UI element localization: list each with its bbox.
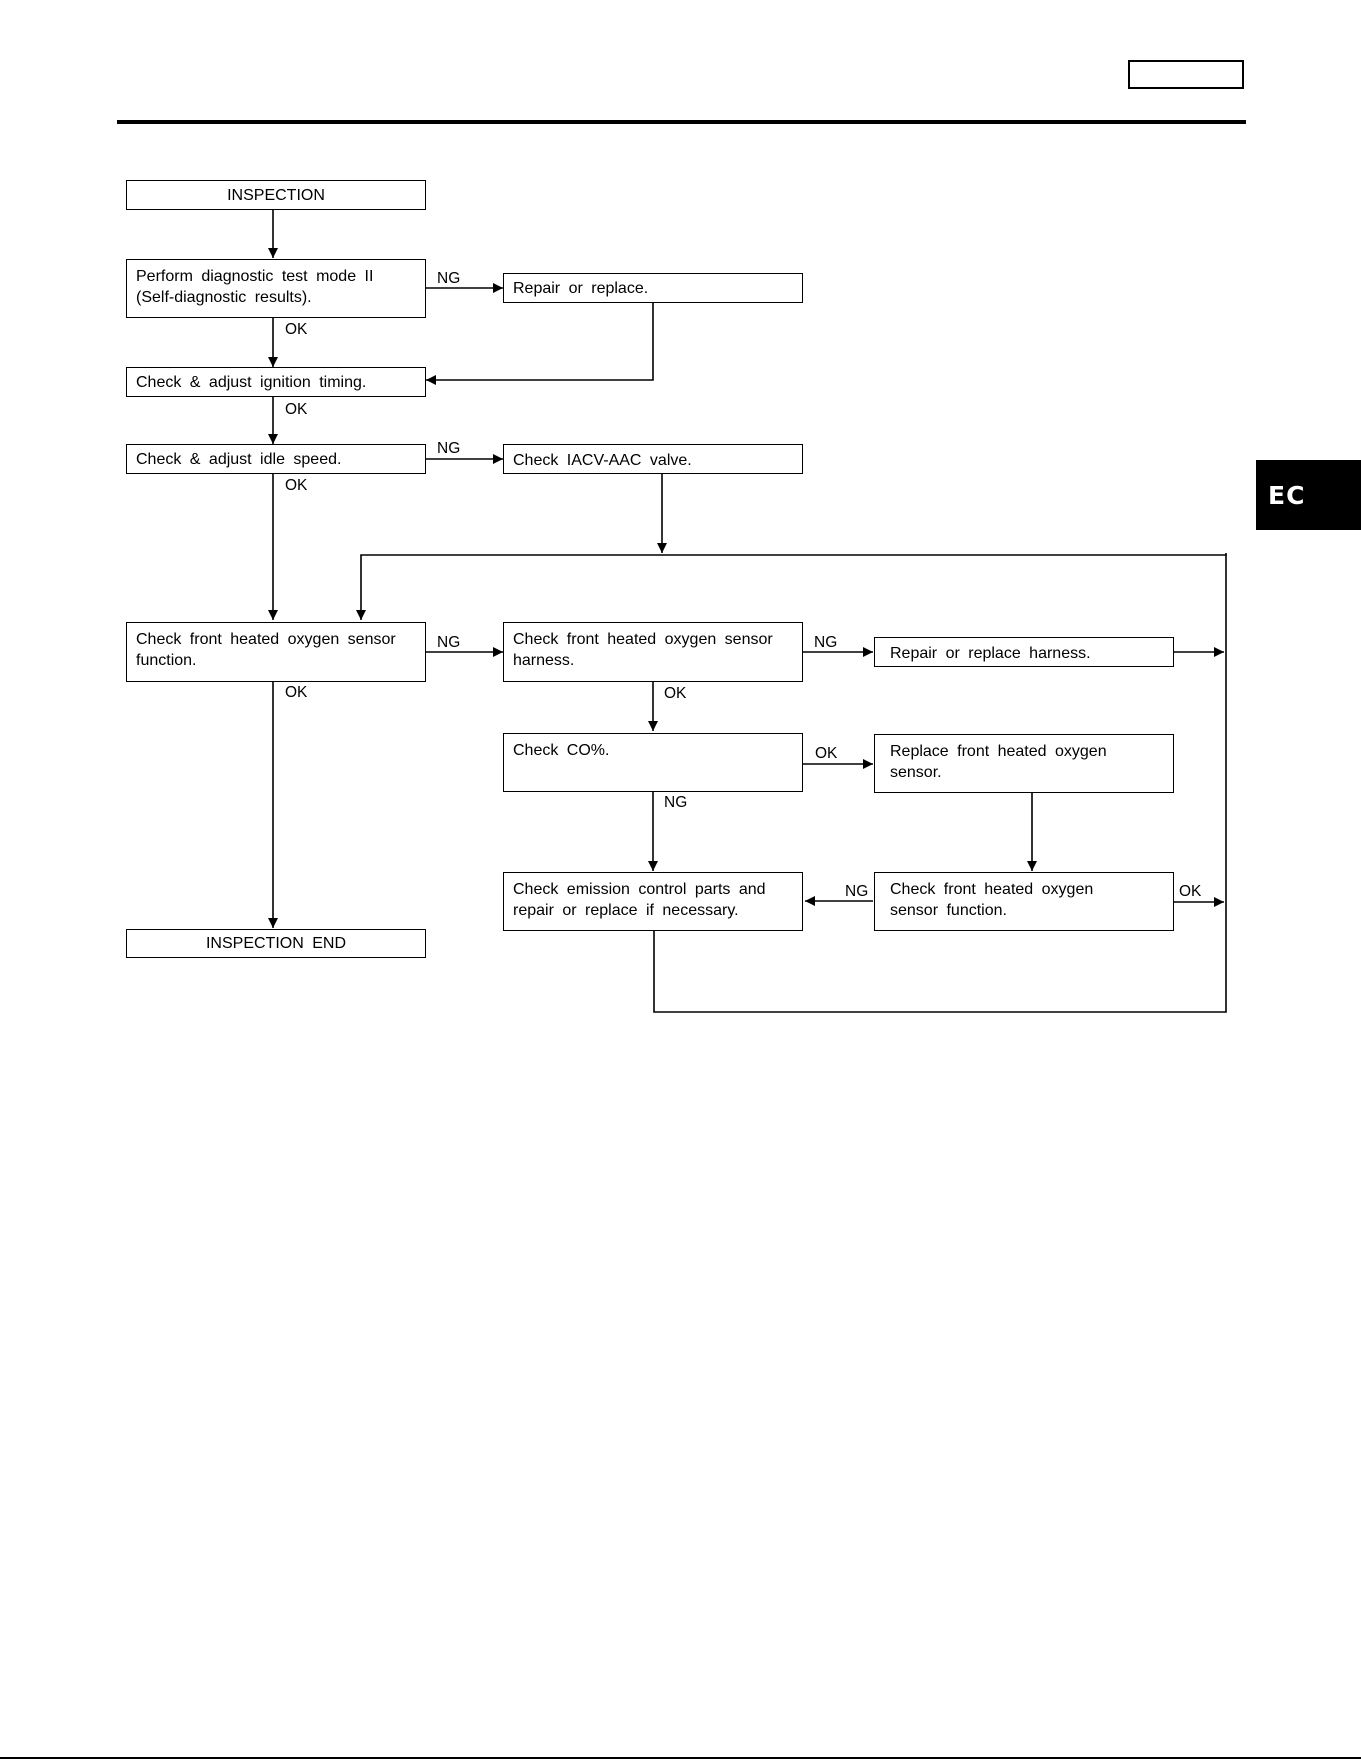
label-ok-ignition: OK [285, 401, 308, 418]
node-o2-sensor-function-line1: Check front heated oxygen sensor [136, 631, 396, 648]
label-ok-harness: OK [664, 685, 687, 702]
edge-loop-right-vertical [653, 555, 1227, 1013]
node-check-co: Check CO%. [503, 733, 803, 792]
node-o2-sensor-harness-line1: Check front heated oxygen sensor [513, 631, 773, 648]
node-diagnostic-test-line2: (Self-diagnostic results). [136, 289, 312, 306]
edge-repair-ignition [426, 303, 654, 385]
section-tab-ec: EC [1256, 460, 1361, 530]
node-repair-replace: Repair or replace. [503, 273, 803, 303]
label-ng-harness: NG [814, 634, 838, 651]
label-ok-co: OK [815, 745, 838, 762]
node-inspection-text: INSPECTION [227, 186, 325, 204]
node-replace-o2-sensor-line2: sensor. [890, 764, 942, 781]
node-o2-sensor-function-2: Check front heated oxygen sensor functio… [874, 872, 1174, 931]
header-page-box [1128, 60, 1244, 89]
node-inspection-end-text: INSPECTION END [205, 935, 346, 952]
node-replace-o2-sensor-line1: Replace front heated oxygen [890, 743, 1107, 760]
label-ng-co: NG [664, 794, 688, 811]
label-ng-idle: NG [437, 440, 461, 457]
node-idle-speed-text: Check & adjust idle speed. [136, 451, 342, 468]
node-o2-sensor-harness-line2: harness. [513, 652, 575, 669]
label-ng-o2function: NG [437, 634, 461, 651]
node-diagnostic-test-line1: Perform diagnostic test mode II [136, 268, 374, 285]
edge-loop-o2function [356, 553, 1227, 620]
node-emission-parts: Check emission control parts and repair … [503, 872, 803, 931]
label-ok-o2function: OK [285, 684, 308, 701]
label-ng-o2function2: NG [845, 883, 869, 900]
node-repair-replace-text: Repair or replace. [513, 280, 649, 297]
node-o2-sensor-function: Check front heated oxygen sensor functio… [126, 622, 426, 682]
page-bottom-rule [0, 1757, 1361, 1759]
node-emission-parts-line2: repair or replace if necessary. [513, 902, 739, 919]
node-iacv-valve: Check IACV-AAC valve. [503, 444, 803, 474]
node-replace-o2-sensor: Replace front heated oxygen sensor. [874, 734, 1174, 793]
node-check-co-text: Check CO%. [513, 742, 610, 759]
node-o2-sensor-function-2-line2: sensor function. [890, 902, 1007, 919]
node-diagnostic-test: Perform diagnostic test mode II (Self-di… [126, 259, 426, 318]
node-repair-harness: Repair or replace harness. [874, 637, 1174, 667]
node-inspection-end: INSPECTION END [126, 929, 426, 958]
node-repair-harness-text: Repair or replace harness. [890, 645, 1091, 662]
header-rule [117, 120, 1246, 124]
node-iacv-valve-text: Check IACV-AAC valve. [513, 452, 692, 469]
node-o2-sensor-function-line2: function. [136, 652, 197, 669]
node-o2-sensor-harness: Check front heated oxygen sensor harness… [503, 622, 803, 682]
node-o2-sensor-function-2-line1: Check front heated oxygen [890, 881, 1094, 898]
node-emission-parts-line1: Check emission control parts and [513, 881, 766, 898]
label-ok-o2function2: OK [1179, 883, 1202, 900]
label-ok-diag: OK [285, 321, 308, 338]
node-ignition-timing: Check & adjust ignition timing. [126, 367, 426, 397]
node-idle-speed: Check & adjust idle speed. [126, 444, 426, 474]
label-ng-diag: NG [437, 270, 461, 287]
node-inspection: INSPECTION [126, 180, 426, 210]
section-tab-label: EC [1268, 480, 1306, 510]
label-ok-idle: OK [285, 477, 308, 494]
node-ignition-timing-text: Check & adjust ignition timing. [136, 374, 367, 391]
